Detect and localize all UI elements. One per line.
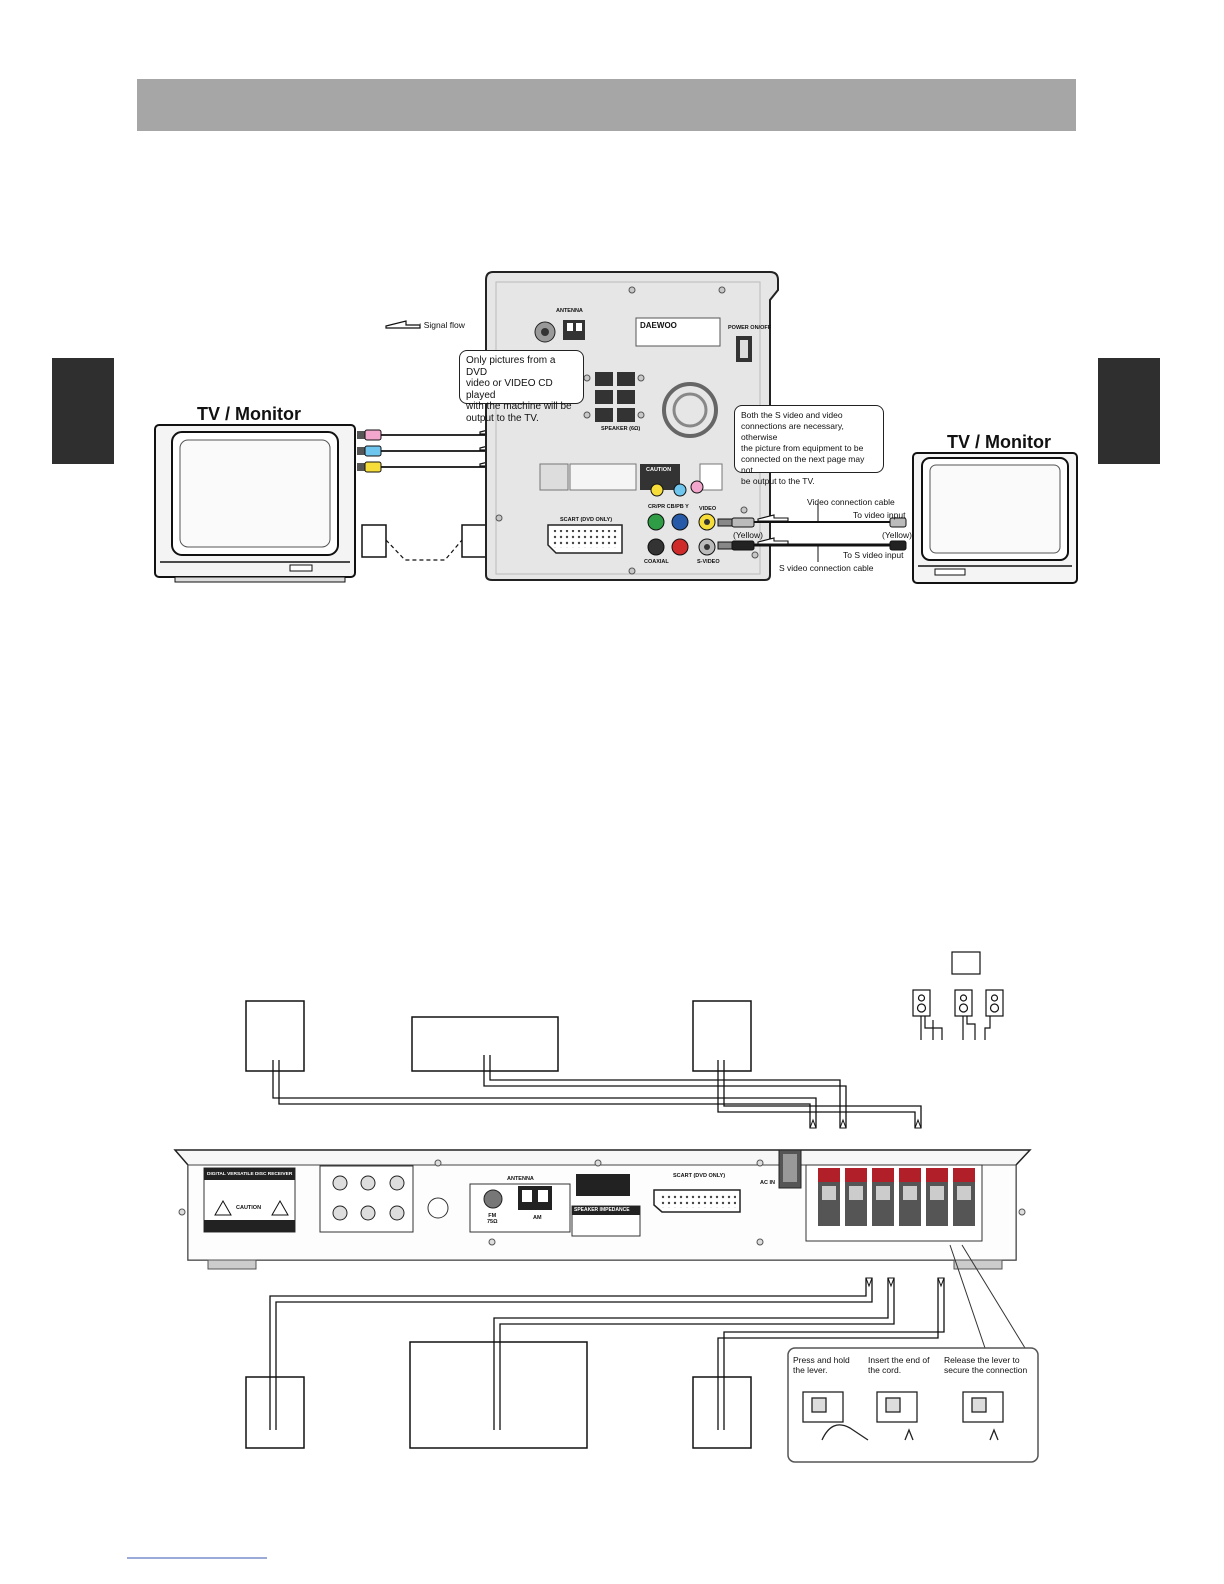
receiver-caution: CAUTION (236, 1205, 262, 1211)
terminal-row (818, 1168, 975, 1226)
panel-power: POWER ON/OFF (728, 325, 772, 331)
tv-right (912, 452, 1078, 584)
scart-cable (361, 524, 548, 561)
tv-left (154, 424, 356, 583)
step-release-lever: Release the lever to secure the connecti… (944, 1355, 1028, 1375)
panel-brand: DAEWOO (640, 321, 677, 330)
right-side-tab (1098, 358, 1160, 464)
left-side-tab (52, 358, 114, 464)
speaker-boxes (245, 1000, 752, 1449)
tv-right-label: TV / Monitor (947, 432, 1051, 452)
yellow-label-right: (Yellow) (882, 530, 912, 540)
speaker-layout-icon (912, 951, 1004, 1040)
callout-both-connections: Both the S video and video connections a… (734, 405, 884, 486)
step-insert-cord: Insert the end of the cord. (868, 1355, 930, 1375)
s-video-cable-label: S video connection cable (779, 563, 874, 573)
receiver-title: DIGITAL VERSATILE DISC RECEIVER (207, 1172, 293, 1177)
receiver-ac: AC IN (760, 1180, 775, 1186)
panel-speaker: SPEAKER (6Ω) (601, 426, 641, 432)
panel-scart: SCART (DVD ONLY) (560, 517, 613, 523)
video-cable-label: Video connection cable (807, 497, 895, 507)
section-header-bar (137, 79, 1076, 131)
panel-coaxial: COAXIAL (644, 559, 669, 565)
panel-component-labels: CR/PR CB/PB Y (648, 504, 689, 510)
receiver-scart: SCART (DVD ONLY) (673, 1173, 726, 1179)
yellow-label-left: (Yellow) (733, 530, 763, 540)
callout-dvd-only: Only pictures from a DVD video or VIDEO … (459, 350, 584, 424)
step-press-hold: Press and hold the lever. (793, 1355, 850, 1375)
receiver-antenna: ANTENNA (507, 1176, 534, 1182)
to-video-input-label: To video input (853, 510, 906, 520)
dvd-back-panel (485, 271, 779, 581)
panel-s-video: S-VIDEO (697, 559, 720, 565)
to-s-video-input-label: To S video input (843, 550, 904, 560)
speaker-wires (269, 1055, 945, 1430)
panel-video: VIDEO (699, 506, 717, 512)
receiver-back-panel (173, 1149, 1032, 1349)
wire-tips (809, 1118, 945, 1288)
receiver-am: AM (533, 1215, 542, 1221)
instruction-illustrations (802, 1391, 1004, 1441)
rca-plugs-left (357, 429, 382, 473)
right-video-cables (717, 503, 907, 562)
panel-antenna: ANTENNA (556, 308, 583, 314)
signal-flow-legend: : Signal flow (419, 320, 465, 330)
tv-left-label: TV / Monitor (197, 404, 301, 424)
receiver-fm: FM 75Ω (487, 1213, 498, 1225)
panel-caution: CAUTION (646, 467, 672, 473)
receiver-speaker-impedance: SPEAKER IMPEDANCE (574, 1207, 630, 1213)
